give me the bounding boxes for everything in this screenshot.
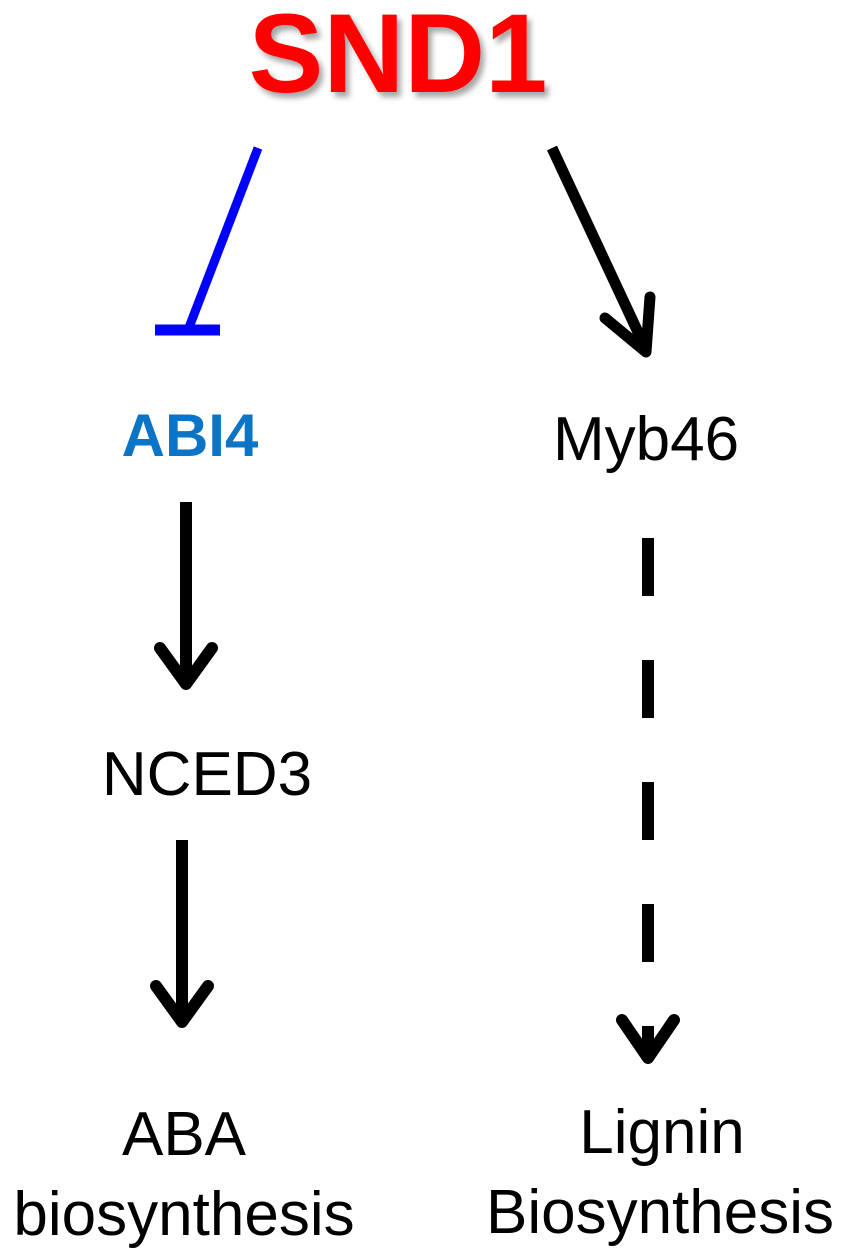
- arrow-head-icon: [599, 291, 656, 358]
- nced3-activates-aba-edge: [150, 840, 214, 1028]
- aba-label-line2: biosynthesis: [13, 1180, 354, 1249]
- lignin-label-line2: Biosynthesis: [486, 1178, 834, 1247]
- nced3-node: NCED3: [102, 740, 312, 809]
- myb46-node: Myb46: [553, 405, 739, 474]
- snd1-activates-myb46-edge: [547, 145, 656, 358]
- abi4-activates-nced3-edge: [154, 502, 218, 690]
- arrow-head-icon: [154, 642, 218, 690]
- arrow-head-icon: [616, 1014, 680, 1064]
- lignin-label-line1: Lignin: [579, 1098, 744, 1167]
- aba-label-line1: ABA: [122, 1100, 247, 1169]
- myb46-activates-lignin-edge: [616, 538, 680, 1064]
- inhibition-line: [183, 146, 263, 332]
- abi4-node: ABI4: [122, 402, 259, 469]
- snd1-inhibits-abi4-edge: [155, 146, 263, 336]
- snd1-node: SND1: [249, 0, 548, 116]
- activation-line: [547, 145, 649, 348]
- aba-biosynthesis-node: ABA biosynthesis: [13, 1100, 354, 1249]
- arrow-head-icon: [150, 980, 214, 1028]
- lignin-biosynthesis-node: Lignin Biosynthesis: [486, 1098, 834, 1247]
